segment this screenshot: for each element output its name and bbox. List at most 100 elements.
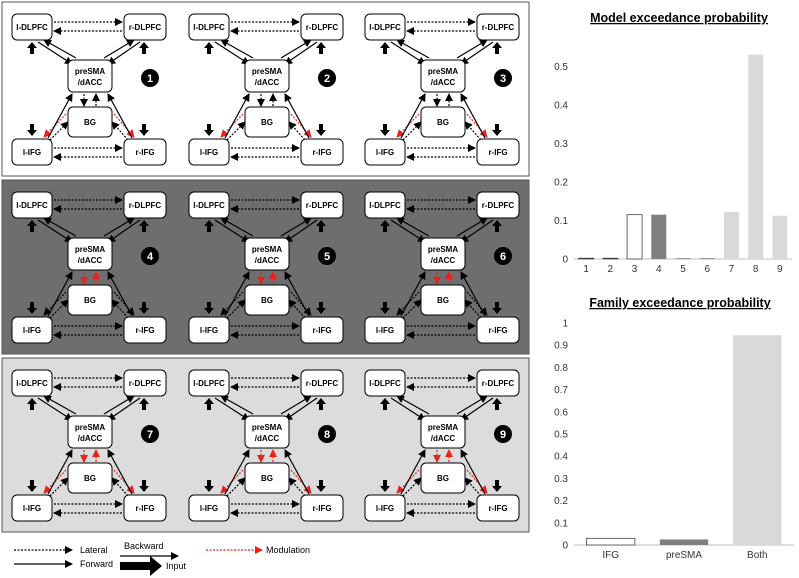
rifg-bg-arrow — [464, 121, 482, 141]
label-r-ifg: r-IFG — [312, 326, 331, 335]
label-r-dlpfc: r-DLPFC — [306, 201, 339, 210]
node-r-ifg — [476, 494, 520, 522]
rifg-bg-arrow — [111, 121, 129, 141]
y-tick-label: 0 — [562, 541, 568, 552]
exceedance-charts: Model exceedance probability00.10.20.30.… — [554, 11, 794, 561]
backward-arrow — [280, 395, 312, 415]
model-number-badge — [494, 247, 512, 265]
input-arrow — [204, 302, 214, 314]
node-r-ifg — [300, 494, 344, 522]
node-r-ifg — [123, 138, 167, 166]
backward-arrow — [280, 217, 312, 237]
input-arrow — [492, 124, 502, 136]
node-l-dlpfc — [188, 369, 230, 397]
bg-rifg-arrow — [290, 113, 312, 138]
node-bg — [420, 106, 466, 138]
legend-lateral: Lateral — [80, 545, 108, 555]
node-l-dlpfc — [188, 191, 230, 219]
backward-arrow — [103, 395, 135, 415]
backward-arrow — [456, 395, 488, 415]
label-r-dlpfc: r-DLPFC — [129, 379, 162, 388]
forward-arrow — [400, 93, 426, 139]
input-arrow — [380, 42, 390, 54]
label-dacc: /dACC — [255, 256, 280, 265]
lifg-bg-arrow — [49, 477, 69, 497]
label-l-dlpfc: l-DLPFC — [369, 23, 401, 32]
label-r-ifg: r-IFG — [488, 148, 507, 157]
label-presma: preSMA — [428, 245, 458, 254]
input-arrow — [316, 42, 326, 54]
backward-arrow — [220, 395, 254, 415]
input-arrow — [27, 124, 37, 136]
input-arrow — [27, 220, 37, 232]
model-number-badge — [318, 69, 336, 87]
label-presma: preSMA — [75, 67, 105, 76]
label-l-dlpfc: l-DLPFC — [16, 201, 48, 210]
model-number: 2 — [324, 73, 330, 85]
input-arrow — [139, 124, 149, 136]
node-bg — [67, 462, 113, 494]
backward-arrow — [280, 39, 312, 59]
x-tick-label: 5 — [680, 264, 686, 275]
backward-arrow — [103, 217, 135, 237]
node-r-dlpfc — [476, 191, 520, 219]
node-l-ifg — [188, 316, 230, 344]
bg-rifg-arrow — [113, 469, 135, 494]
bar-7 — [723, 211, 739, 259]
bg-rifg-arrow — [466, 469, 488, 494]
input-arrow — [27, 302, 37, 314]
input-arrow — [380, 480, 390, 492]
node-l-ifg — [188, 494, 230, 522]
node-presma-dacc — [420, 415, 466, 449]
y-tick-label: 0.4 — [554, 452, 568, 463]
input-arrow — [139, 480, 149, 492]
bar-Both — [733, 335, 782, 545]
forward-arrow — [460, 93, 486, 139]
x-tick-label: IFG — [602, 550, 619, 561]
label-presma: preSMA — [252, 245, 282, 254]
input-arrow — [380, 302, 390, 314]
bar-3 — [626, 214, 643, 260]
y-tick-label: 0.1 — [554, 518, 568, 529]
node-bg — [244, 284, 290, 316]
rifg-bg-arrow — [288, 477, 306, 497]
node-r-dlpfc — [300, 13, 344, 41]
bar-6 — [699, 258, 715, 259]
input-arrow — [316, 220, 326, 232]
rifg-bg-arrow — [288, 299, 306, 319]
label-presma: preSMA — [75, 245, 105, 254]
bar-2 — [602, 257, 619, 260]
backward-arrow — [456, 39, 488, 59]
label-r-ifg: r-IFG — [488, 326, 507, 335]
lifg-bg-arrow — [226, 477, 246, 497]
node-r-dlpfc — [123, 191, 167, 219]
node-bg — [67, 106, 113, 138]
model-number-badge — [141, 247, 159, 265]
chart-title: Model exceedance probability — [590, 11, 768, 25]
node-l-dlpfc — [364, 369, 406, 397]
lifg-bg-arrow — [226, 299, 246, 319]
label-bg: BG — [437, 296, 449, 305]
label-l-ifg: l-IFG — [376, 326, 394, 335]
node-presma-dacc — [420, 237, 466, 271]
model-number: 6 — [500, 251, 506, 263]
input-arrow — [316, 398, 326, 410]
node-r-dlpfc — [300, 369, 344, 397]
y-tick-label: 0.6 — [554, 407, 568, 418]
input-arrow — [380, 398, 390, 410]
node-bg — [244, 462, 290, 494]
node-r-ifg — [476, 316, 520, 344]
bar-9 — [772, 215, 788, 259]
label-r-dlpfc: r-DLPFC — [482, 201, 515, 210]
forward-arrow — [47, 449, 73, 495]
input-arrow — [27, 398, 37, 410]
rifg-bg-arrow — [111, 299, 129, 319]
model-number: 4 — [147, 251, 154, 263]
node-bg — [244, 106, 290, 138]
backward-arrow — [43, 395, 77, 415]
